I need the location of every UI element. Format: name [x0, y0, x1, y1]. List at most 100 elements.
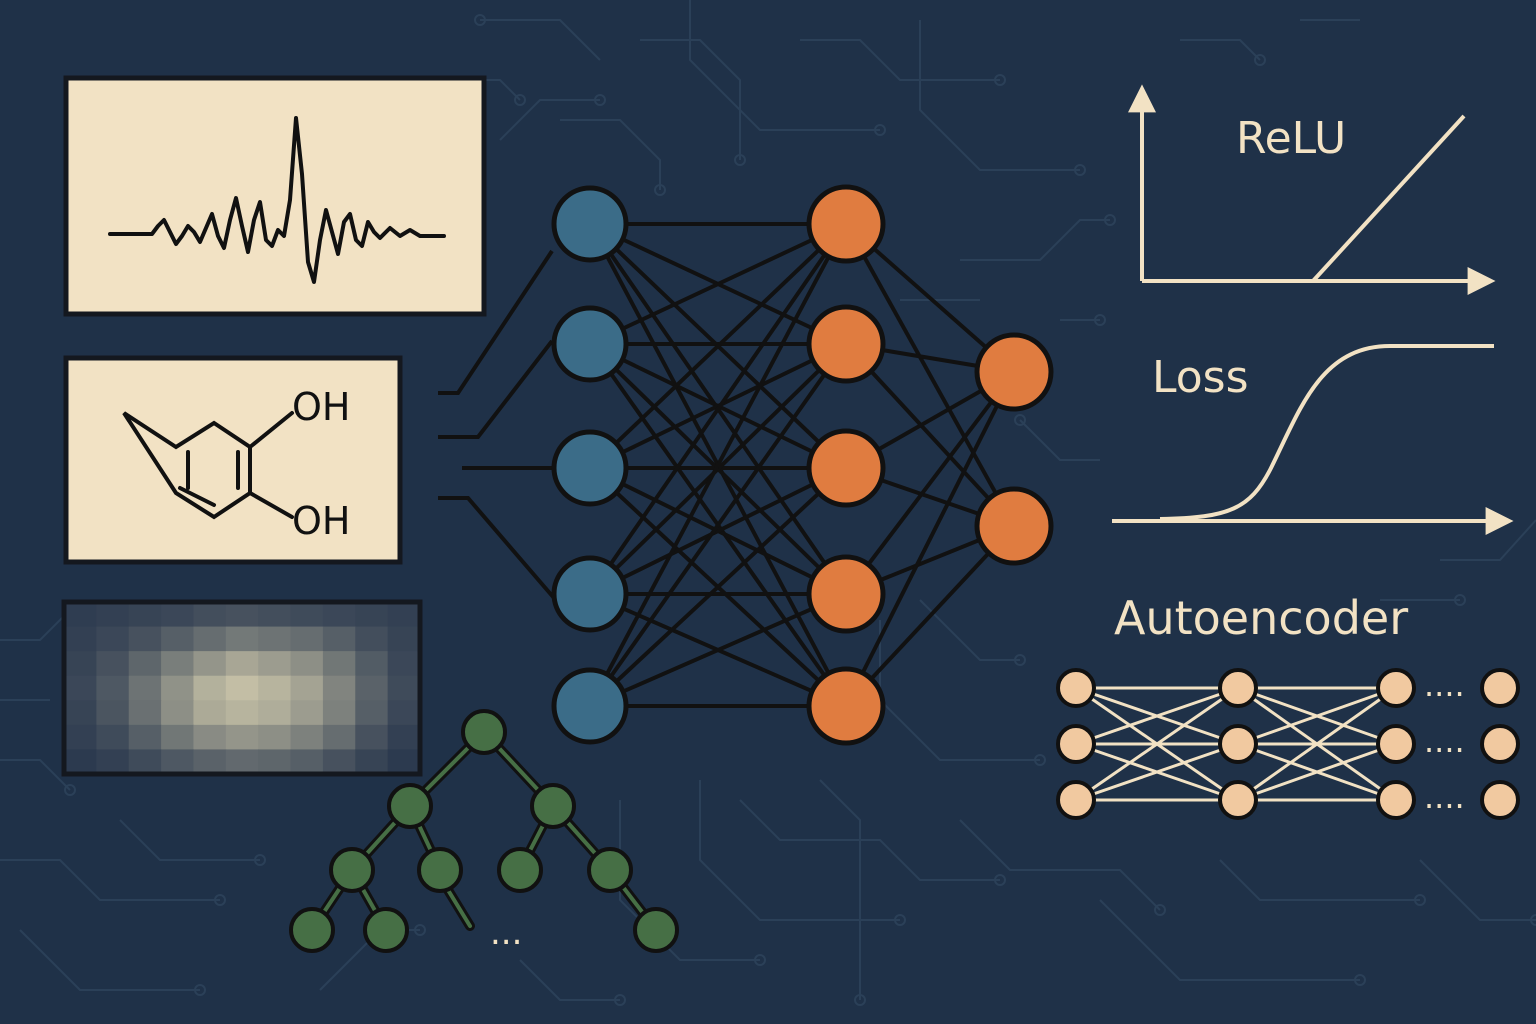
loss-title: Loss [1152, 352, 1249, 403]
tree-node [461, 709, 507, 755]
circuit-pad [1074, 164, 1086, 176]
circuit-trace [1099, 899, 1360, 981]
heatmap-cell [225, 700, 259, 726]
tree-node [329, 847, 375, 893]
heatmap-cell [322, 700, 356, 726]
heatmap-cell [193, 724, 227, 751]
circuit-trace [1019, 419, 1100, 461]
heatmap-cell [161, 675, 195, 701]
circuit-pad [414, 924, 426, 936]
heatmap-cell [128, 626, 162, 652]
ae-dots-row-2: .... [1424, 722, 1465, 760]
circuit-pad [874, 124, 886, 136]
waveform-icon [108, 116, 446, 284]
heatmap-cell [128, 749, 162, 775]
circuit-pad [734, 154, 746, 166]
circuit-trace [689, 0, 880, 131]
hidden-neuron [806, 304, 886, 384]
network-edge [844, 370, 1016, 596]
circuit-trace [879, 620, 1040, 761]
circuit-trace [919, 599, 1020, 661]
circuit-trace [499, 99, 600, 141]
circuit-pad [1094, 314, 1106, 326]
heatmap-cell [322, 675, 356, 701]
tree-graph-icon [289, 709, 679, 953]
tree-node [587, 847, 633, 893]
network-edge [588, 223, 848, 707]
heatmap-cell [225, 749, 259, 775]
heatmap-cell [96, 675, 130, 701]
autoencoder-dots: .... .... .... [1424, 666, 1465, 816]
heatmap-cell [193, 602, 227, 628]
heatmap-cell [290, 700, 324, 726]
autoencoder-node [1376, 724, 1416, 764]
circuit-trace [1440, 519, 1536, 561]
heatmap-cell [355, 602, 389, 628]
circuit-pad [1254, 54, 1266, 66]
autoencoder-edge [1237, 742, 1397, 802]
tree-node [530, 783, 576, 829]
circuit-pad [614, 994, 626, 1006]
heatmap-cell [355, 724, 389, 751]
heatmap-cell [128, 675, 162, 701]
autoencoder-node [1376, 668, 1416, 708]
heatmap-cell [128, 602, 162, 628]
tree-node [289, 907, 335, 953]
autoencoder-node [1218, 780, 1258, 820]
heatmap-cell [387, 700, 421, 726]
tree-node [387, 783, 433, 829]
network-edge [588, 222, 848, 596]
network-edge [589, 466, 847, 596]
network-edge [588, 222, 848, 470]
hydroxyl-label-top: OH [292, 385, 350, 429]
circuit-trace [1180, 39, 1261, 61]
heatmap-cell [387, 724, 421, 751]
circuit-pad [514, 94, 526, 106]
heatmap-cell [322, 602, 356, 628]
circuit-trace [480, 19, 601, 61]
circuit-trace [560, 119, 661, 190]
heatmap-cell [225, 651, 259, 677]
heatmap-cell [96, 749, 130, 775]
heatmap-cell [161, 626, 195, 652]
circuit-pad [1104, 214, 1116, 226]
heatmap-cell [64, 626, 97, 652]
network-edge [844, 524, 1016, 708]
heatmap-cell [290, 626, 324, 652]
circuit-pad [64, 784, 76, 796]
heatmap-cell [387, 602, 421, 628]
heatmap-cell [290, 724, 324, 751]
heatmap-cell [290, 749, 324, 775]
molecule-panel: OH OH [63, 355, 403, 565]
heatmap-cell [96, 626, 130, 652]
tree-node [633, 907, 679, 953]
heatmap-cell [161, 749, 195, 775]
circuit-trace [0, 759, 71, 791]
autoencoder-node [1056, 668, 1096, 708]
heatmap-cell [322, 651, 356, 677]
tree-ellipsis: ... [490, 913, 522, 953]
output-neuron [974, 332, 1054, 412]
circuit-pad [1034, 754, 1046, 766]
heatmap-cell [64, 602, 97, 628]
input-neuron [551, 429, 629, 507]
circuit-trace [739, 799, 1000, 881]
circuit-pad [194, 984, 206, 996]
heatmap-cell [128, 724, 162, 751]
circuit-trace [119, 819, 260, 861]
hidden-neuron [806, 184, 886, 264]
heatmap-cell [225, 724, 259, 751]
circuit-pad [1014, 414, 1026, 426]
circuit-pad [474, 14, 486, 26]
circuit-pad [754, 954, 766, 966]
heatmap-cell [258, 675, 292, 701]
heatmap-cell [96, 602, 130, 628]
circuit-pad [994, 74, 1006, 86]
circuit-pad [994, 874, 1006, 886]
heatmap-cell [355, 651, 389, 677]
heatmap-cell [322, 749, 356, 775]
autoencoder-node [1376, 780, 1416, 820]
circuit-pad [214, 894, 226, 906]
signal-panel-frame [63, 75, 487, 317]
